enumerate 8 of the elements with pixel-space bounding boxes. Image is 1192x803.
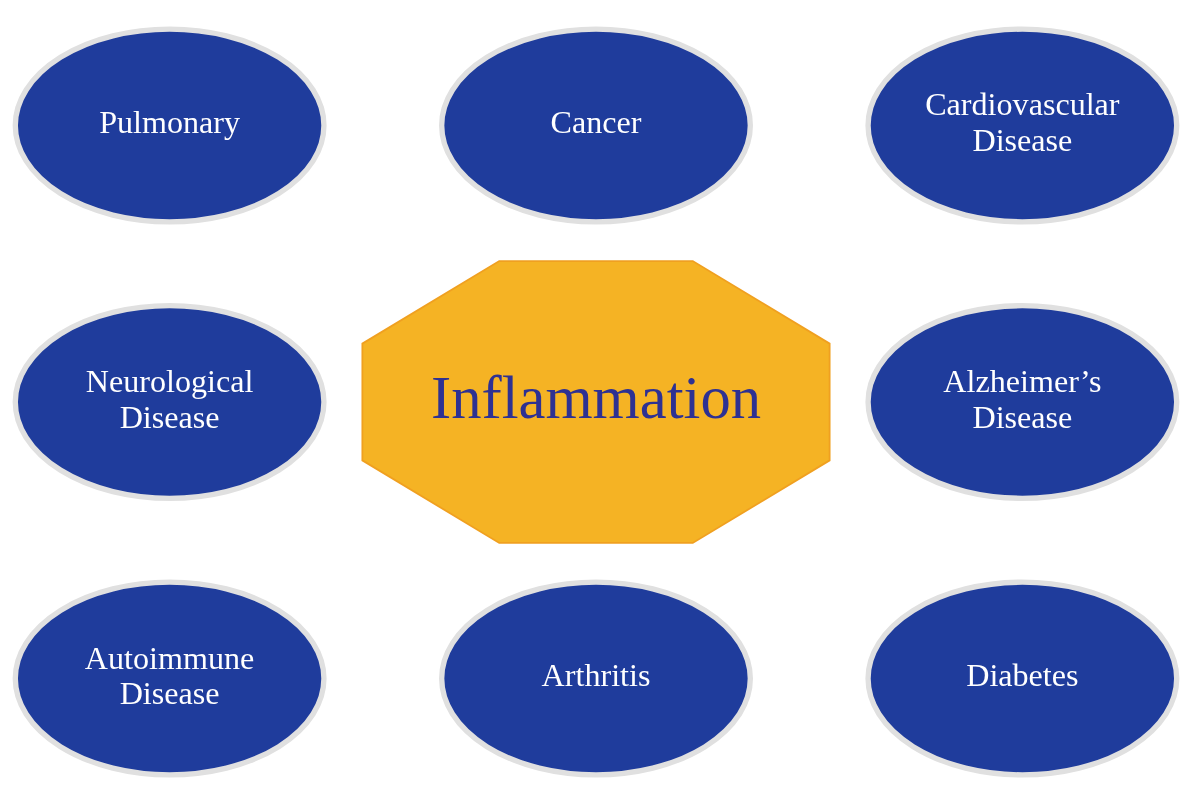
node-ellipse: Cancer — [439, 25, 753, 224]
node-ellipse: Pulmonary — [12, 25, 327, 224]
node-ellipse: Arthritis — [439, 579, 753, 778]
node-ellipse: Neurological Disease — [12, 302, 327, 501]
node-ellipse: Cardiovascular Disease — [865, 25, 1180, 224]
node-ellipse: Autoimmune Disease — [12, 579, 327, 778]
node-ellipse: Alzheimer’s Disease — [865, 302, 1180, 501]
node-ellipse: Diabetes — [865, 579, 1180, 778]
